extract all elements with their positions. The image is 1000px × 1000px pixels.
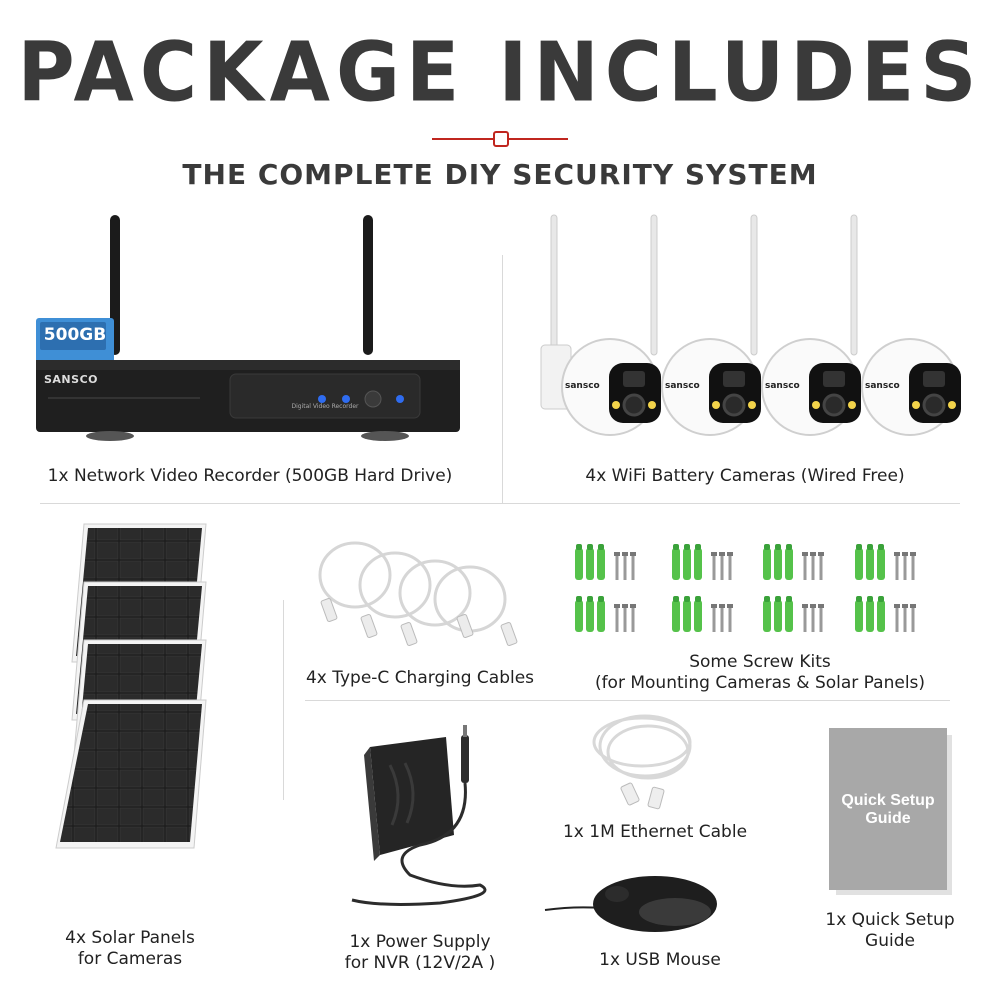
- nvr-led-1: [318, 395, 326, 403]
- usb-mouse-illustration: [544, 876, 717, 932]
- guide-label-line2: Guide: [865, 931, 915, 951]
- power-supply-label-line1: 1x Power Supply: [349, 932, 491, 952]
- ethernet-cable-illustration: [592, 714, 692, 810]
- charging-cables-illustration: [318, 541, 518, 646]
- power-plug: [461, 735, 469, 783]
- guide-cover-line2: Guide: [865, 810, 911, 827]
- screw-kits-label-line2: (for Mounting Cameras & Solar Panels): [594, 673, 926, 693]
- ethernet-cable-image: [590, 708, 705, 813]
- nvr-label: 1x Network Video Recorder (500GB Hard Dr…: [47, 466, 453, 486]
- solar-panels-illustration: [55, 523, 207, 849]
- solar-label: 4x Solar Panels for Cameras: [40, 928, 220, 970]
- camera-1: [540, 338, 661, 436]
- power-supply-label: 1x Power Supply for NVR (12V/2A ): [320, 932, 520, 974]
- power-cord: [351, 782, 487, 906]
- nvr-foot-left: [86, 431, 134, 441]
- divider-row1: [40, 503, 960, 504]
- screw-kits-label: Some Screw Kits (for Mounting Cameras & …: [570, 652, 950, 694]
- page-subtitle: THE COMPLETE DIY SECURITY SYSTEM: [182, 158, 818, 191]
- ethernet-cable-label: 1x 1M Ethernet Cable: [562, 822, 748, 842]
- solar-label-line2: for Cameras: [77, 949, 183, 969]
- nvr-led-3: [396, 395, 404, 403]
- mouse-cord: [544, 906, 602, 911]
- cameras-illustration: [540, 214, 961, 436]
- solar-panels-image: [50, 522, 220, 852]
- charging-cables-image: [310, 535, 525, 655]
- camera-4-brand: sansco: [865, 381, 900, 391]
- usb-mouse-image: [544, 868, 725, 938]
- power-supply-illustration: [351, 725, 487, 906]
- camera-2: [661, 338, 761, 436]
- nvr-power-button: [364, 390, 382, 408]
- guide-label-line1: 1x Quick Setup: [825, 910, 955, 930]
- hdd-badge: 500GB: [43, 325, 107, 345]
- screw-kit-row-1: [573, 542, 918, 582]
- guide-label: 1x Quick Setup Guide: [790, 910, 990, 952]
- screw-kits-label-line1: Some Screw Kits: [689, 652, 831, 672]
- charging-cables-label: 4x Type-C Charging Cables: [305, 668, 535, 688]
- power-supply-label-line2: for NVR (12V/2A ): [344, 953, 496, 973]
- solar-label-line1: 4x Solar Panels: [65, 928, 195, 948]
- divider-top-vertical: [502, 255, 503, 503]
- power-supply-image: [350, 725, 495, 915]
- cameras-label: 4x WiFi Battery Cameras (Wired Free): [585, 466, 905, 486]
- divider-left-vertical: [283, 600, 284, 800]
- guide-cover-line1: Quick Setup: [841, 792, 935, 809]
- camera-2-brand: sansco: [665, 381, 700, 391]
- screw-kits-image: [573, 540, 945, 640]
- nvr-brand: SANSCO: [44, 373, 98, 386]
- nvr-antenna-right: [363, 215, 373, 355]
- nvr-led-2: [342, 395, 350, 403]
- camera-1-brand: sansco: [565, 381, 600, 391]
- camera-3-brand: sansco: [765, 381, 800, 391]
- nvr-illustration: [36, 215, 460, 441]
- guide-cover: Quick Setup Guide: [829, 728, 947, 890]
- nvr-panel-text: Digital Video Recorder: [291, 403, 359, 410]
- solar-panel-4: [55, 699, 207, 849]
- camera-4: [861, 338, 961, 436]
- nvr-image: 500GB SANSCO Digital Video Recorder: [30, 210, 470, 450]
- usb-mouse-label: 1x USB Mouse: [599, 950, 721, 970]
- title-divider-ornament: [493, 131, 509, 147]
- cameras-image: sansco sansco sansco sansco: [535, 214, 975, 450]
- divider-row2: [305, 700, 950, 701]
- page-title: PACKAGE INCLUDES: [17, 25, 983, 121]
- nvr-foot-right: [361, 431, 409, 441]
- screw-kits-illustration: [573, 542, 918, 634]
- camera-3: [761, 338, 861, 436]
- screw-kit-row-2: [573, 594, 918, 634]
